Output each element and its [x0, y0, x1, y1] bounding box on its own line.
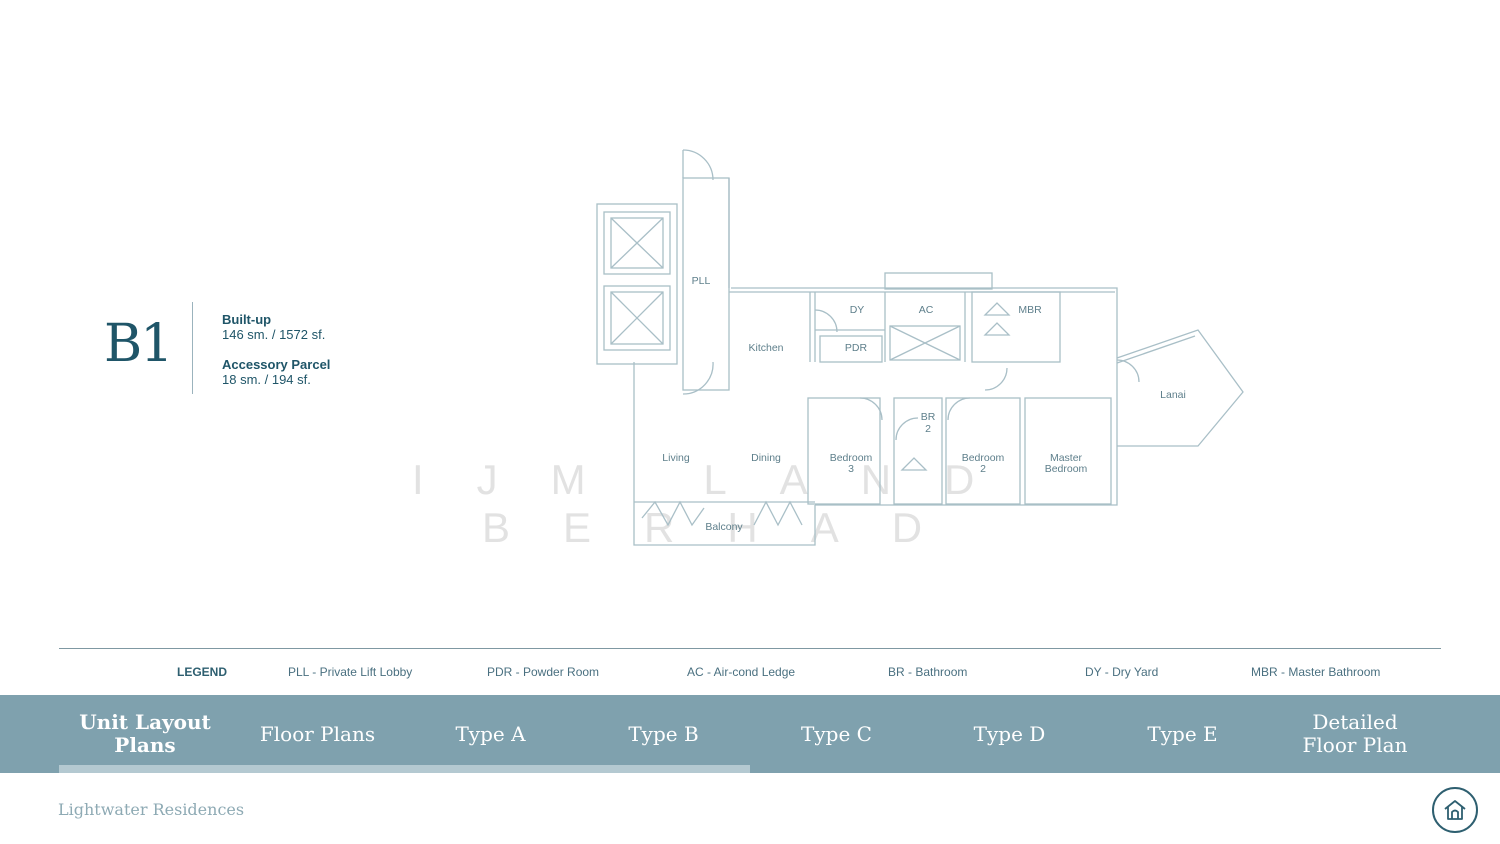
plan-label-pdr: PDR — [845, 342, 868, 354]
home-button[interactable] — [1432, 787, 1478, 833]
plan-label-balcony: Balcony — [705, 521, 743, 533]
legend-divider — [59, 648, 1441, 649]
legend-item-dy: DY - Dry Yard — [1085, 665, 1159, 679]
nav-type-e[interactable]: Type E — [1147, 721, 1218, 746]
plan-label-kitchen: Kitchen — [748, 342, 783, 354]
plan-label-ac: AC — [919, 304, 934, 316]
builtup-spec: Built-up 146 sm. / 1572 sf. — [222, 312, 325, 342]
accessory-label: Accessory Parcel — [222, 357, 331, 372]
plan-label-mbr: MBR — [1018, 304, 1042, 316]
plan-label-lanai: Lanai — [1160, 389, 1186, 401]
plan-label-bedroom3-line2: 3 — [848, 463, 854, 475]
nav-detailed-floor-plan[interactable]: Detailed Floor Plan — [1302, 710, 1408, 757]
nav-type-a[interactable]: Type A — [455, 721, 526, 746]
nav-type-d[interactable]: Type D — [973, 721, 1046, 746]
nav-floor-plans[interactable]: Floor Plans — [259, 721, 376, 746]
nav-unit-layout-plans[interactable]: Unit Layout Plans — [79, 710, 211, 757]
nav-type-b[interactable]: Type B — [628, 721, 699, 746]
plan-label-br2-line1: BR — [921, 411, 936, 423]
builtup-value: 146 sm. / 1572 sf. — [222, 327, 326, 342]
legend-item-mbr: MBR - Master Bathroom — [1251, 665, 1381, 679]
footer-brand: Lightwater Residences — [58, 800, 245, 819]
plan-label-bedroom2-line2: 2 — [980, 463, 986, 475]
unit-code: B1 — [104, 314, 173, 374]
plan-label-bedroom2-line1: Bedroom — [962, 452, 1005, 464]
nav-progress-bar — [59, 765, 750, 773]
floor-plan: PLL Kitchen DY AC MBR PDR Lanai BR 2 Liv… — [596, 149, 1244, 546]
plan-label-dining: Dining — [751, 452, 781, 464]
plan-label-br2-line2: 2 — [925, 423, 931, 435]
unit-divider — [192, 302, 193, 394]
legend-item-pll: PLL - Private Lift Lobby — [288, 665, 413, 679]
accessory-spec: Accessory Parcel 18 sm. / 194 sf. — [222, 357, 330, 387]
accessory-value: 18 sm. / 194 sf. — [222, 372, 311, 387]
nav-type-c[interactable]: Type C — [801, 721, 872, 746]
plan-label-living: Living — [662, 452, 690, 464]
plan-label-pll: PLL — [692, 275, 711, 287]
builtup-label: Built-up — [222, 312, 272, 327]
plan-label-master-line2: Bedroom — [1045, 463, 1088, 475]
navigation-bar: Unit Layout Plans Floor Plans Type A Typ… — [0, 695, 1500, 773]
home-icon — [1444, 800, 1466, 820]
legend-item-pdr: PDR - Powder Room — [487, 665, 600, 679]
plan-label-master-line1: Master — [1050, 452, 1083, 464]
legend-item-ac: AC - Air-cond Ledge — [687, 665, 796, 679]
plan-label-dy: DY — [850, 304, 865, 316]
legend-title: LEGEND — [177, 665, 228, 679]
plan-label-bedroom3-line1: Bedroom — [830, 452, 873, 464]
legend-item-br: BR - Bathroom — [888, 665, 968, 679]
